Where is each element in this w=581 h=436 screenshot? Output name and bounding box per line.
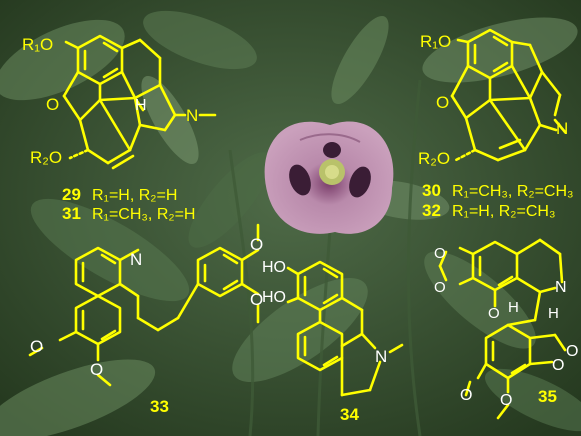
compound-33-number: 33 <box>150 397 169 416</box>
lactone-ring-oxygen-label: O <box>552 357 564 374</box>
structure-33: N O O O O 33 <box>28 223 263 416</box>
poppy-flower <box>264 121 394 234</box>
compound-32-number: 32 <box>422 201 441 220</box>
methoxy-oxygen-35-bottom-label: O <box>500 392 512 409</box>
structure-34: HO HO N 34 <box>262 259 404 424</box>
methoxy-oxygen-left-label: O <box>30 337 43 356</box>
plant-stems <box>228 79 422 436</box>
methoxy-oxygen-top-label: O <box>250 235 263 254</box>
methoxy-oxygen-35-label: O <box>488 305 500 322</box>
hydroxy-top-label: HO <box>262 259 286 276</box>
bridge-oxygen-label: O <box>46 95 59 114</box>
nitrogen-label-right: N <box>556 119 568 138</box>
compound-29-rgroups: R₁=H, R₂=H <box>92 187 177 204</box>
hydrogen-35-right-label: H <box>548 305 559 322</box>
compound-30-rgroups: R₁=CH₃, R₂=CH₃ <box>452 183 574 200</box>
compound-34-number: 34 <box>340 405 359 424</box>
structure-35: O O N O H H O O O O 35 <box>434 238 578 420</box>
compound-31-rgroups: R₁=CH₃, R₂=H <box>92 206 195 223</box>
methoxy-oxygen-bottom-label: O <box>250 290 263 309</box>
structure-29-31: R₁O O N H R₂O 29 R₁=H, R₂=H 31 R₁=CH₃, R… <box>22 34 217 223</box>
methoxy-oxygen-35-left-label: O <box>460 387 472 404</box>
r2o-label-right: R₂O <box>418 149 450 168</box>
compound-31-number: 31 <box>62 204 81 223</box>
hydrogen-label: H <box>135 97 147 114</box>
hydroxy-bottom-label: HO <box>262 289 286 306</box>
nitrogen-label: N <box>186 106 198 125</box>
structure-30-32: R₁O O N R₂O 30 R₁=CH₃, R₂=CH₃ 32 R₁=H, R… <box>418 28 574 220</box>
amine-nitrogen-label: N <box>375 347 387 366</box>
r1o-label-right: R₁O <box>420 32 451 51</box>
r1o-label: R₁O <box>22 35 53 54</box>
compound-35-number: 35 <box>538 387 557 406</box>
dioxole-oxygen-top-label: O <box>434 245 446 262</box>
hydrogen-35-left-label: H <box>508 299 519 316</box>
lactone-carbonyl-oxygen-label: O <box>566 343 578 360</box>
compound-30-number: 30 <box>422 181 441 200</box>
bridge-oxygen-label-right: O <box>436 93 449 112</box>
r2o-label: R₂O <box>30 148 62 167</box>
compound-32-rgroups: R₁=H, R₂=CH₃ <box>452 203 555 220</box>
dioxole-oxygen-bottom-label: O <box>434 279 446 296</box>
compound-29-number: 29 <box>62 185 81 204</box>
isoquinoline-nitrogen-label: N <box>130 250 142 269</box>
nitrogen-35-label: N <box>555 279 567 296</box>
methoxy-oxygen-lower-label: O <box>90 360 103 379</box>
